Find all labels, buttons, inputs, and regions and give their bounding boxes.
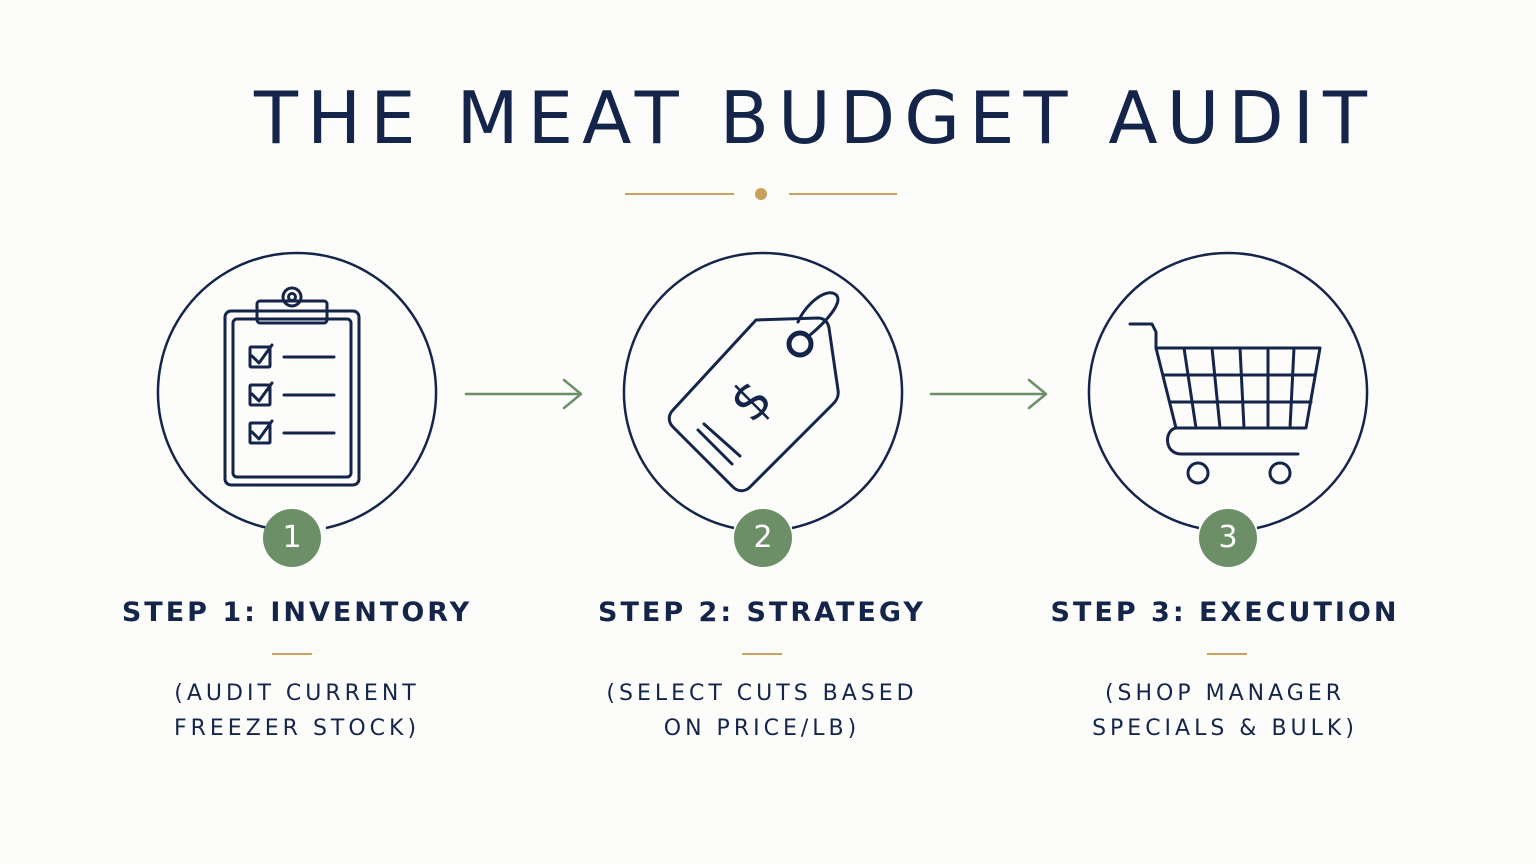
step-1-description-line-2: FREEZER STOCK) [173, 716, 421, 741]
step-2-rule [742, 653, 782, 655]
step-2-badge: 2 [734, 509, 792, 567]
arrow-right-icon-2 [929, 378, 1048, 410]
arrow-right-icon-1 [464, 378, 583, 410]
step-1-rule [272, 653, 312, 655]
page-title: THE MEAT BUDGET AUDIT [254, 76, 1376, 160]
step-2-description-line-2: ON PRICE/LB) [663, 716, 861, 741]
step-3-description-line-1: (SHOP MANAGER [1104, 681, 1346, 706]
step-1-description-line-1: (AUDIT CURRENT [174, 681, 420, 706]
shopping-cart-icon [1128, 322, 1322, 485]
step-3-description-line-2: SPECIALS & BULK) [1092, 716, 1358, 741]
price-tag-icon: $ [667, 291, 840, 493]
step-3-title: STEP 3: EXECUTION [1050, 597, 1400, 628]
step-2-circle [622, 251, 904, 530]
step-3-circle [1087, 251, 1369, 530]
step-1-description: (AUDIT CURRENT FREEZER STOCK) [87, 676, 507, 746]
step-3-description: (SHOP MANAGER SPECIALS & BULK) [1015, 676, 1435, 746]
step-1-badge: 1 [263, 509, 321, 567]
dollar-sign-icon: $ [718, 368, 784, 434]
step-2-description: (SELECT CUTS BASED ON PRICE/LB) [552, 676, 972, 746]
step-3-rule [1207, 653, 1247, 655]
clipboard-checklist-icon [223, 286, 361, 487]
step-1-circle [156, 251, 438, 530]
step-2-title: STEP 2: STRATEGY [598, 597, 926, 628]
step-2-description-line-1: (SELECT CUTS BASED [606, 681, 918, 706]
step-3-badge: 3 [1199, 509, 1257, 567]
step-1-title: STEP 1: INVENTORY [121, 597, 473, 628]
